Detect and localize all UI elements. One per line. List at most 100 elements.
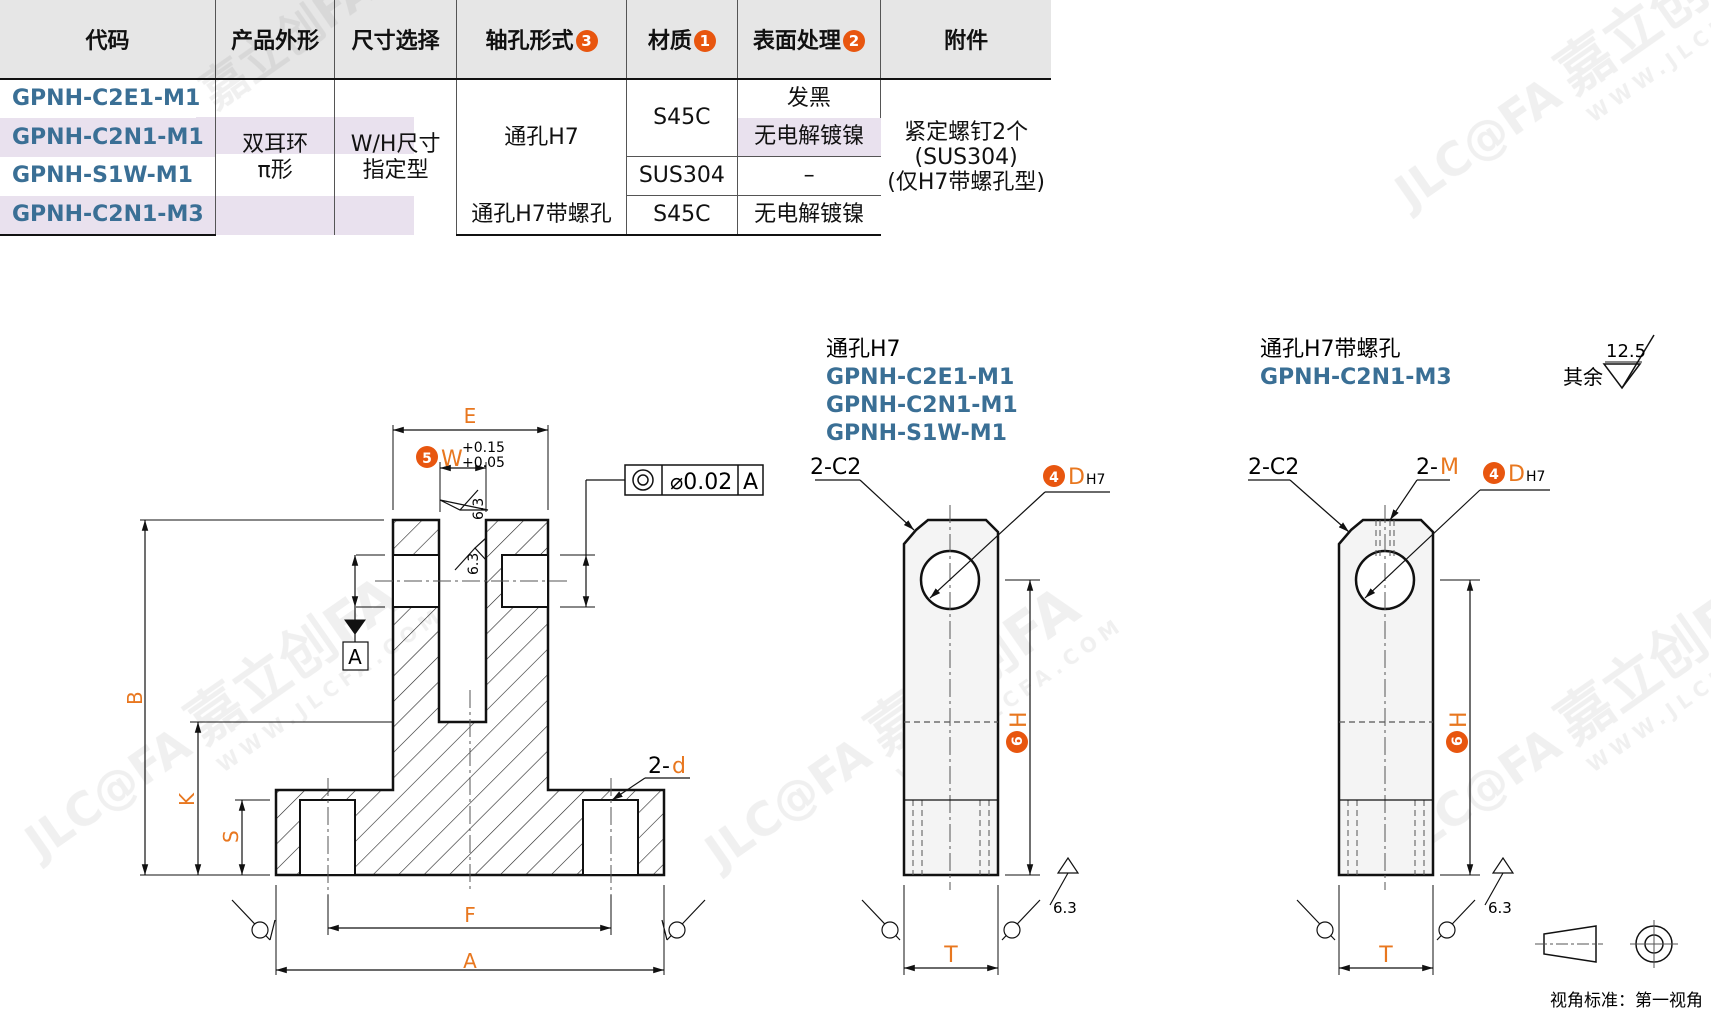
side2-title: 通孔H7带螺孔 (1260, 337, 1401, 362)
general-roughness-label: 其余 (1563, 365, 1603, 389)
svg-text:JLC@FA: JLC@FA (693, 727, 881, 881)
side1-code: GPNH-S1W-M1 (826, 421, 1007, 446)
side-view-through-labels: 通孔H7 GPNH-C2E1-M1 GPNH-C2N1-M1 GPNH-S1W-… (810, 337, 1105, 968)
general-roughness-value: 12.5 (1606, 341, 1646, 362)
W-tol-upper: +0.15 (462, 440, 505, 456)
side2-roughness: 6.3 (1488, 899, 1512, 917)
code-cell: GPNH-C2E1-M1 (0, 79, 216, 118)
side1-D-badge: 4 (1049, 470, 1059, 486)
dim-A: A (463, 949, 477, 973)
table-row: GPNH-C2N1-M3 通孔H7带螺孔 S45C 无电解镀镍 (0, 195, 1051, 236)
side2-D-badge: 4 (1489, 467, 1499, 483)
datum-label: A (348, 645, 362, 669)
size-line1: W/H尺寸 (350, 132, 441, 158)
roughness-slot-side: 6.3 (466, 553, 482, 575)
header-hole-badge: 3 (575, 30, 598, 52)
side-view-through (815, 479, 1110, 975)
header-hole-label: 轴孔形式 (485, 29, 574, 54)
side2-thread-var: M (1440, 455, 1459, 480)
size-line2: 指定型 (362, 157, 429, 183)
side-view-threaded-labels: 通孔H7带螺孔 GPNH-C2N1-M3 2-C2 2- M 4 D H7 6 … (1248, 337, 1703, 1011)
header-size: 尺寸选择 (334, 0, 457, 80)
side1-H: H (1007, 711, 1032, 728)
material-s45c-cell: S45C (626, 195, 738, 236)
header-surface-badge: 2 (842, 30, 865, 52)
side1-roughness: 6.3 (1053, 899, 1077, 917)
hole-callout-prefix: 2- (648, 754, 670, 779)
W-badge-circle (416, 446, 438, 468)
surface-cell: 无电解镀镍 (737, 195, 881, 236)
surface-cell: – (737, 156, 881, 196)
accessory-line1: 紧定螺钉2个 (904, 119, 1029, 145)
side-view-threaded (1248, 334, 1678, 975)
accessory-line3: (仅H7带螺孔型) (887, 170, 1045, 196)
accessory-cell: 紧定螺钉2个(SUS304)(仅H7带螺孔型) (881, 79, 1051, 235)
side2-code: GPNH-C2N1-M3 (1260, 365, 1452, 390)
side1-D-tol: H7 (1086, 472, 1105, 488)
side1-D-badge-circle (1043, 465, 1065, 487)
side1-chamfer: 2-C2 (810, 455, 861, 480)
side2-H: H (1447, 711, 1472, 728)
hole-threaded-cell: 通孔H7带螺孔 (456, 195, 628, 236)
side2-T: T (1378, 943, 1393, 968)
svg-text:嘉立创FA: 嘉立创FA (190, 0, 385, 119)
side2-D-badge-circle (1483, 462, 1505, 484)
side1-code: GPNH-C2N1-M1 (826, 393, 1018, 418)
hole-through-cell: 通孔H7 (456, 79, 628, 196)
side1-H-badge: 6 (1010, 736, 1026, 746)
side2-H-badge-circle (1446, 731, 1468, 753)
header-material-badge: 1 (693, 30, 716, 52)
side2-D: D (1508, 462, 1525, 487)
header-shape: 产品外形 (215, 0, 336, 80)
code-cell: GPNH-S1W-M1 (0, 156, 216, 196)
size-cell: W/H尺寸指定型 (334, 79, 457, 235)
concentricity-tol: ⌀0.02 (670, 470, 732, 495)
side1-code: GPNH-C2E1-M1 (826, 365, 1014, 390)
dim-B: B (123, 691, 147, 705)
hole-callout-var: d (672, 754, 686, 779)
header-code: 代码 (0, 0, 216, 80)
side2-chamfer: 2-C2 (1248, 455, 1299, 480)
side1-H-badge-circle (1006, 731, 1028, 753)
projection-label: 视角标准：第一视角 (1550, 991, 1703, 1011)
table-row: GPNH-C2N1-M1 无电解镀镍 (0, 118, 1051, 157)
material-sus304-cell: SUS304 (626, 156, 738, 196)
surface-cell: 发黑 (737, 79, 882, 118)
table-row: GPNH-S1W-M1 SUS304 – (0, 156, 1051, 196)
front-view (140, 425, 764, 975)
W-tol-lower: +0.05 (462, 455, 505, 471)
header-surface-label: 表面处理 (752, 29, 841, 54)
shape-line1: 双耳环 (242, 132, 309, 158)
material-s45c-cell: S45C (626, 79, 738, 157)
side1-title: 通孔H7 (826, 337, 901, 362)
code-cell: GPNH-C2N1-M1 (0, 118, 216, 157)
side1-T: T (943, 943, 958, 968)
side2-D-tol: H7 (1526, 469, 1545, 485)
side1-D: D (1068, 465, 1085, 490)
svg-text:JLC@FA: JLC@FA (1383, 67, 1571, 221)
dim-E: E (464, 404, 477, 428)
dim-F: F (464, 903, 476, 927)
dim-K: K (175, 792, 199, 806)
side2-thread-prefix: 2- (1416, 455, 1438, 480)
surface-cell: 无电解镀镍 (737, 118, 881, 157)
header-accessory: 附件 (880, 0, 1051, 80)
roughness-slot-top: 6.3 (471, 498, 487, 520)
accessory-line2: (SUS304) (914, 144, 1018, 170)
shape-line2: π形 (257, 157, 293, 183)
front-view-labels: E 5 W +0.15 +0.05 6.3 6.3 ⌀0.02 A A B K … (123, 404, 758, 973)
W-badge: 5 (422, 451, 432, 467)
concentricity-datum: A (743, 470, 758, 495)
dim-W: W (441, 447, 463, 472)
header-material-label: 材质 (647, 29, 692, 54)
code-cell: GPNH-C2N1-M3 (0, 195, 216, 236)
side2-H-badge: 6 (1450, 736, 1466, 746)
